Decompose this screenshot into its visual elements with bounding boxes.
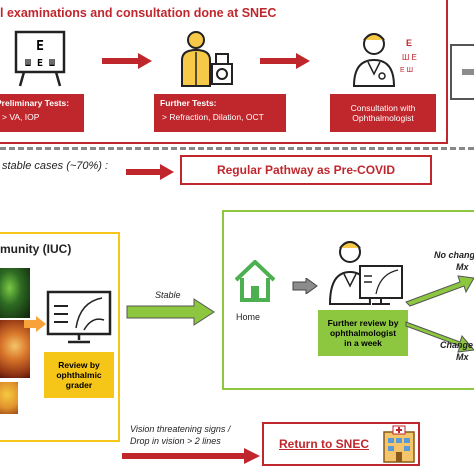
fundus-photo-image bbox=[0, 320, 30, 378]
home-icon bbox=[232, 258, 278, 304]
section-divider bbox=[0, 147, 474, 150]
ophthalmologist-review-line3: in a week bbox=[344, 338, 382, 349]
next-step-box bbox=[450, 44, 474, 100]
change-label-line2: Mx bbox=[456, 352, 469, 362]
vision-label-line2: Drop in vision > 2 lines bbox=[130, 436, 221, 446]
arrow-right-icon bbox=[126, 298, 216, 326]
arrow-right-icon bbox=[462, 66, 474, 78]
retina-scan-image bbox=[0, 268, 30, 318]
grader-review-line2: ophthalmic bbox=[56, 369, 102, 380]
preliminary-tests-box: Preliminary Tests: > VA, IOP bbox=[0, 94, 84, 132]
ophthalmologist-review-line2: ophthalmologist bbox=[329, 327, 397, 338]
arrow-right-icon bbox=[122, 448, 262, 464]
monitor-icon bbox=[46, 290, 112, 348]
hospital-icon bbox=[380, 424, 418, 464]
grader-review-box: Review by ophthalmic grader bbox=[44, 352, 114, 398]
further-tests-box: Further Tests: > Refraction, Dilation, O… bbox=[154, 94, 286, 132]
consultation-box: Consultation with Ophthalmologist bbox=[330, 94, 436, 132]
svg-text:E Ш: E Ш bbox=[400, 67, 413, 74]
snec-panel bbox=[0, 0, 448, 144]
svg-text:E: E bbox=[406, 38, 412, 48]
consultation-line2: Ophthalmologist bbox=[352, 113, 414, 123]
stable-cases-label: stable cases (~70%) : bbox=[2, 160, 109, 172]
grader-review-line1: Review by bbox=[58, 359, 100, 370]
home-label: Home bbox=[236, 312, 261, 322]
no-change-label-line2: Mx bbox=[456, 262, 469, 272]
fundus-photo-image bbox=[0, 382, 18, 414]
preliminary-tests-detail: > VA, IOP bbox=[2, 112, 40, 123]
eye-chart-icon: E Ш E Ш bbox=[14, 30, 66, 88]
iuc-panel bbox=[0, 232, 120, 442]
return-to-snec-box: Return to SNEC bbox=[262, 422, 420, 466]
technician-icon bbox=[176, 30, 234, 88]
preliminary-tests-title: Preliminary Tests: bbox=[0, 98, 70, 108]
svg-text:Ш E: Ш E bbox=[402, 53, 417, 62]
return-to-snec-label: Return to SNEC bbox=[279, 437, 369, 451]
svg-text:Ш E Ш: Ш E Ш bbox=[25, 58, 55, 69]
arrow-right-icon bbox=[292, 278, 318, 294]
regular-pathway-box: Regular Pathway as Pre-COVID bbox=[180, 155, 432, 185]
further-tests-title: Further Tests: bbox=[160, 98, 217, 108]
home-review-panel bbox=[222, 210, 474, 390]
svg-text:E: E bbox=[36, 39, 44, 54]
further-tests-detail: > Refraction, Dilation, OCT bbox=[162, 112, 264, 123]
arrow-right-icon bbox=[260, 53, 310, 69]
vision-label-line1: Vision threatening signs / bbox=[130, 424, 231, 434]
arrow-right-icon bbox=[102, 53, 152, 69]
arrow-up-right-icon bbox=[404, 268, 474, 308]
grader-review-line3: grader bbox=[65, 380, 93, 391]
change-label-line1: Change bbox=[440, 340, 474, 350]
iuc-panel-title: munity (IUC) bbox=[0, 242, 72, 256]
ophthalmologist-review-line1: Further review by bbox=[327, 317, 399, 328]
arrow-down-right-icon bbox=[404, 318, 474, 358]
stable-arrow-label: Stable bbox=[155, 290, 181, 300]
no-change-label-line1: No chang bbox=[434, 250, 474, 260]
snec-panel-title: l examinations and consultation done at … bbox=[0, 6, 277, 20]
consultation-line1: Consultation with bbox=[350, 102, 416, 113]
arrow-right-icon bbox=[24, 316, 46, 332]
doctor-computer-icon bbox=[320, 238, 406, 308]
ophthalmologist-review-box: Further review by ophthalmologist in a w… bbox=[318, 310, 408, 356]
arrow-right-icon bbox=[126, 164, 174, 180]
doctor-icon: E Ш E E Ш bbox=[352, 28, 422, 88]
